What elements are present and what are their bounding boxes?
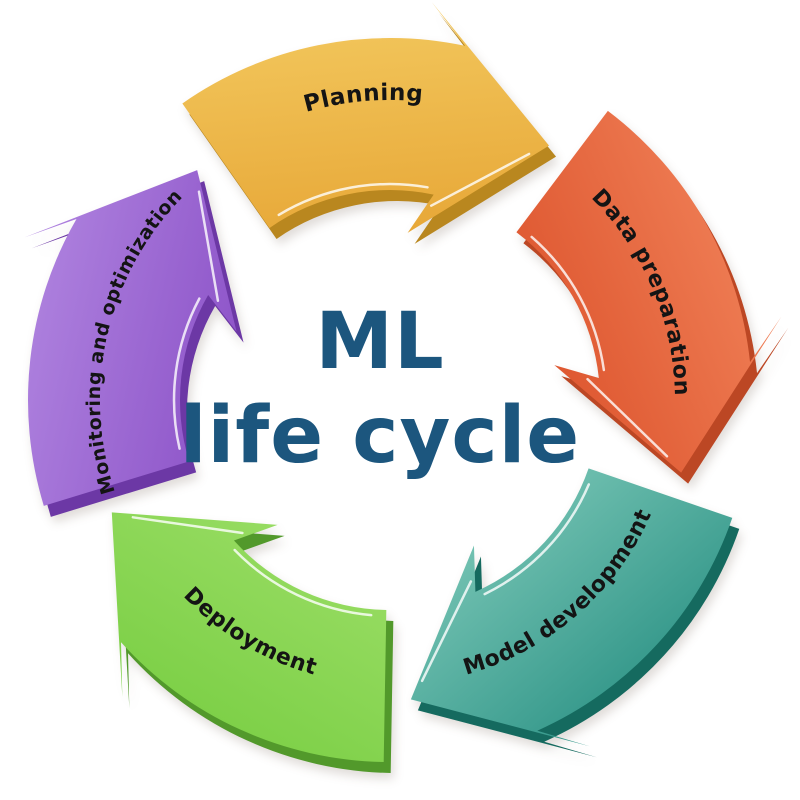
stage-arrow-monitoring-optimization: Monitoring and optimization [0,135,277,551]
diagram-title: ML life cycle [180,297,580,481]
stage-arrow-deployment: Deployment [32,448,468,800]
diagram-title-line1: ML [315,297,444,387]
diagram-title-line2: life cycle [180,391,580,481]
planning-arrow-face [175,0,556,252]
stage-arrow-planning: Planning [175,0,563,263]
stage-arrow-data-preparation: Data preparation [471,79,800,513]
